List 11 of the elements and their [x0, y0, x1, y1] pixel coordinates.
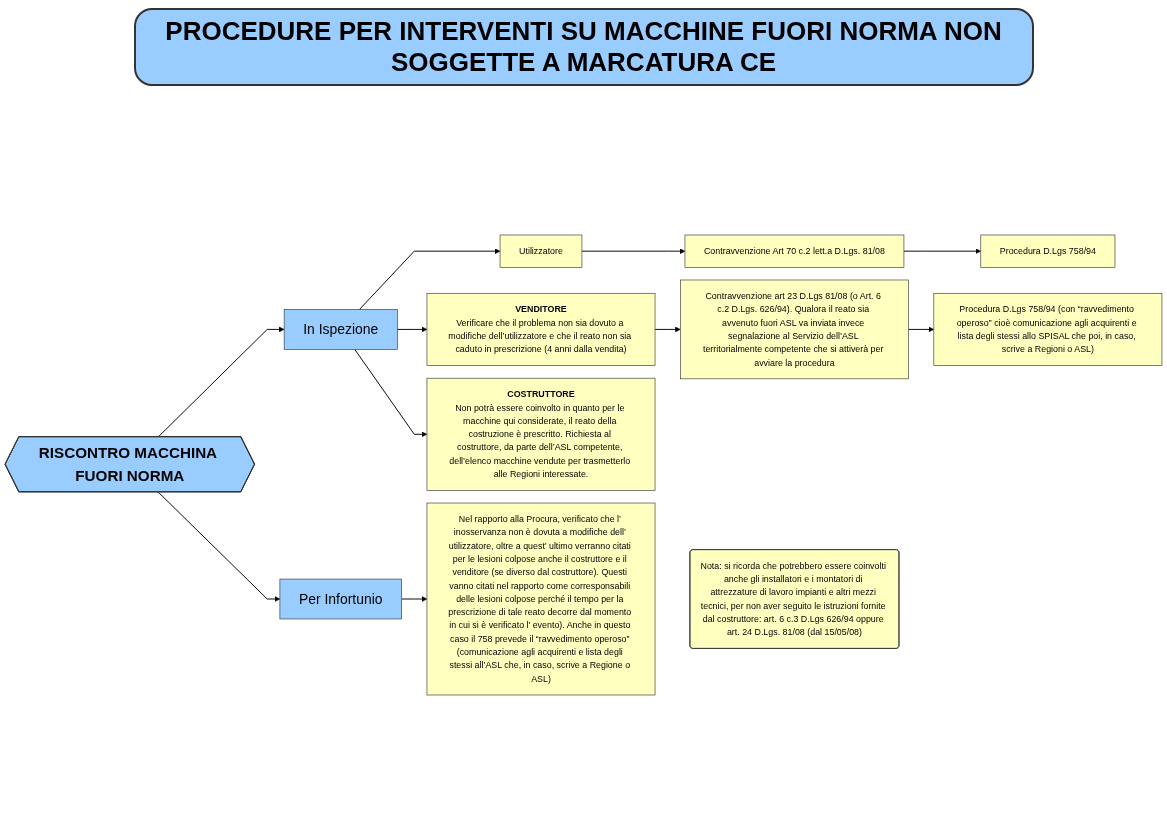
title-banner: PROCEDURE PER INTERVENTI SU MACCHINE FUORI NORMA NON SOGGETTE A MARCATURA CE: [133, 8, 1034, 86]
node-box: Per Infortunio: [279, 578, 402, 620]
node-box: Contravvenzione art 23 D.Lgs 81/08 (o Art. 6 c.2 D.Lgs. 626/94). Qualora il reato sia avvenuto fuori ASL va inviata invece segnalazione al Servizio dell’ASL territorialmente competente che si attiverà per avviare la procedura: [680, 279, 909, 380]
node-box: In Ispezione: [283, 309, 398, 350]
node-box: Procedura D.Lgs 758/94 (con “ravvedimento operoso” cioè comunicazione agli acquirenti e lista degli stessi allo SPISAL che poi, in caso, scrive a Regioni o ASL): [933, 292, 1163, 366]
node-box: Nel rapporto alla Procura, verificato che l’ inosservanza non è dovuta a modifiche dell’ utilizzatore, oltre a quest’ ultimo verranno citati per le lesioni colpose anche il costruttore e il venditore (se diverso dal costruttore). Questi vanno citati nel rapporto come corresponsabili delle lesioni colpose perché il tempo per la prescrizione di tale reato decorre dal momento in cui si è verificato l’ evento). Anche in questo caso il 758 prevede il “ravvedimento operoso” (comunicazione agli acquirenti e lista degli stessi all’ASL che, in caso, scrive a Regione o ASL): [426, 502, 656, 696]
node-box: VENDITORE Verificare che il problema non sia dovuto a modifiche dell’utilizzatore e che il reato non sia caduto in prescrizione (4 anni dalla vendita): [426, 292, 656, 366]
node-box: Procedura D.Lgs 758/94: [980, 234, 1116, 268]
node-box: COSTRUTTORE Non potrà essere coinvolto in quanto per le macchine qui considerate, il reato della costruzione è prescritto. Richiesta al costruttore, da parte dell’ASL competente, dell’elenco macchine vendute per trasmetterlo alle Regioni interessate.: [426, 377, 656, 491]
node-box: Contravvenzione Art 70 c.2 lett.a D.Lgs. 81/08: [684, 234, 905, 268]
node-box: Utilizzatore: [499, 234, 583, 268]
